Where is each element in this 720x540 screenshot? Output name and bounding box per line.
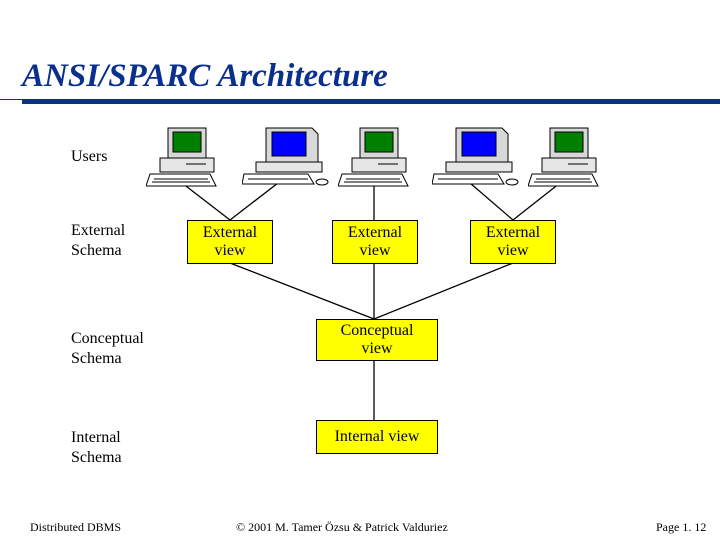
label-conceptual-schema: Conceptual Schema bbox=[71, 329, 144, 369]
desktop-computer-icon bbox=[338, 127, 409, 187]
conceptual-view-line2: view bbox=[361, 340, 393, 357]
external-view-line1: External bbox=[202, 224, 258, 241]
conceptual-view-line1: Conceptual bbox=[340, 322, 414, 339]
connector-ev3-conceptual bbox=[373, 262, 514, 320]
label-internal-schema-line2: Schema bbox=[71, 449, 122, 466]
label-users: Users bbox=[71, 148, 108, 165]
internal-view-label: Internal view bbox=[334, 428, 420, 445]
label-conceptual-schema-line2: Schema bbox=[71, 350, 122, 367]
label-external-schema: External Schema bbox=[71, 221, 125, 261]
footer-course: Distributed DBMS bbox=[30, 520, 122, 534]
external-view-line2: view bbox=[359, 242, 391, 259]
external-view-line2: view bbox=[214, 242, 246, 259]
title-underline-thin bbox=[0, 99, 22, 100]
workstation-computer-icon bbox=[432, 127, 519, 186]
label-external-schema-line1: External bbox=[71, 222, 126, 239]
desktop-computer-icon bbox=[528, 127, 599, 187]
external-view-line1: External bbox=[347, 224, 403, 241]
title-underline bbox=[22, 99, 720, 104]
slide-title: ANSI/SPARC Architecture bbox=[22, 58, 388, 94]
desktop-computer-icon bbox=[146, 127, 217, 187]
connector-user4-ev3 bbox=[469, 182, 514, 221]
label-external-schema-line2: Schema bbox=[71, 242, 122, 259]
workstation-computer-icon bbox=[242, 127, 329, 186]
external-view-line2: view bbox=[497, 242, 529, 259]
label-internal-schema-line1: Internal bbox=[71, 429, 121, 446]
connector-user5-ev3 bbox=[512, 182, 561, 221]
label-conceptual-schema-line1: Conceptual bbox=[71, 330, 144, 347]
label-internal-schema: Internal Schema bbox=[71, 428, 122, 468]
external-view-line1: External bbox=[485, 224, 541, 241]
internal-view-box: Internal view bbox=[316, 420, 438, 454]
connector-user2-ev1 bbox=[229, 182, 279, 221]
connector-user1-ev1 bbox=[181, 182, 231, 221]
footer-page-number: Page 1. 12 bbox=[656, 520, 707, 534]
footer-copyright: © 2001 M. Tamer Özsu & Patrick Valduriez bbox=[236, 520, 448, 534]
connector-ev1-conceptual bbox=[229, 262, 375, 320]
